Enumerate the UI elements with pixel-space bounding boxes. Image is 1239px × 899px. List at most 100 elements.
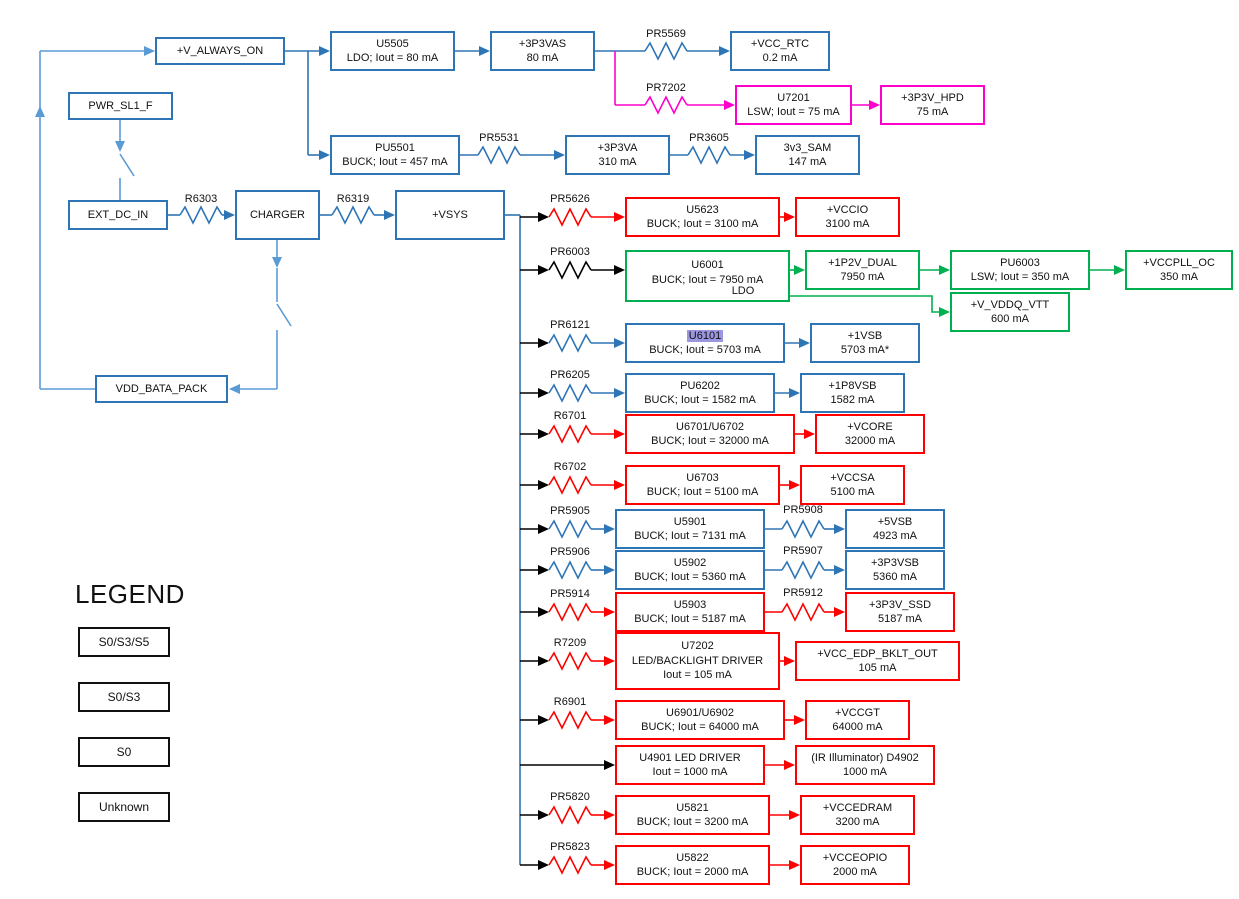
node-label: +V_VDDQ_VTT: [970, 298, 1050, 311]
resistor-label-pr5531: PR5531: [479, 132, 519, 144]
node-detail: BUCK; Iout = 5100 mA: [646, 486, 759, 498]
branch-resistors-and-arrows: [548, 208, 1125, 874]
node-detail: LDO; Iout = 80 mA: [346, 52, 439, 64]
resistor-label-r7209: R7209: [553, 637, 587, 649]
node-vsys: +VSYS: [395, 190, 505, 240]
hpd-wires: [614, 51, 873, 114]
resistor-label-pr5908: PR5908: [783, 504, 823, 516]
node-label: U6001: [691, 259, 724, 271]
resistor-label-pr5820: PR5820: [550, 791, 590, 803]
node-detail: BUCK; Iout = 32000 mA: [651, 435, 769, 447]
node-label: VDD_BATA_PACK: [115, 382, 208, 395]
resistor-label-pr5823: PR5823: [550, 841, 590, 853]
node-label: +VSYS: [432, 208, 468, 221]
node-label: +V_ALWAYS_ON: [176, 44, 264, 57]
node-detail: BUCK; Iout = 7950 mA: [651, 273, 764, 286]
node-label: U4901 LED DRIVER: [639, 751, 741, 764]
node-detail: 4923 mA: [872, 530, 918, 542]
node-label: U7201: [777, 91, 810, 104]
vsys-branch-wires: [520, 216, 604, 866]
resistor-label-pr6205: PR6205: [550, 369, 590, 381]
node-label: +3P3VSB: [870, 556, 919, 569]
node-detail: 0.2 mA: [762, 52, 798, 64]
resistor-label-r6319: R6319: [336, 193, 370, 205]
node-detail: 350 mA: [1160, 271, 1198, 283]
resistor-label-pr5905: PR5905: [550, 505, 590, 517]
node-label: U6901/U6902: [666, 706, 734, 719]
node-label: U5505: [376, 37, 409, 50]
node-charger: CHARGER: [235, 190, 320, 240]
resistor-label-pr7202: PR7202: [646, 82, 686, 94]
node-detail: BUCK; Iout = 3200 mA: [636, 816, 749, 828]
resistor-label-pr5914: PR5914: [550, 588, 590, 600]
legend-item-s0-s3: S0/S3: [78, 682, 170, 712]
node-detail: 1000 mA: [842, 766, 888, 778]
node-ext-dc-in: EXT_DC_IN: [68, 200, 168, 230]
node-detail: LSW; Iout = 75 mA: [747, 106, 840, 118]
resistor-label-pr5907: PR5907: [783, 545, 823, 557]
node-pwr-sl1-f: PWR_SL1_F: [68, 92, 173, 120]
node-label: U5821: [676, 801, 709, 814]
node-label: +VCCEOPIO: [822, 851, 888, 864]
node-label: U5903: [673, 598, 707, 611]
node-label: U5623: [686, 203, 719, 216]
resistor-label-r6303: R6303: [184, 193, 218, 205]
node-detail: BUCK; Iout = 2000 mA: [636, 866, 749, 878]
node-detail: 1582 mA: [830, 394, 875, 406]
node-detail: 5100 mA: [830, 486, 875, 498]
node-detail: 5360 mA: [872, 571, 918, 583]
resistor-label-pr6003: PR6003: [550, 246, 590, 258]
node-detail: 64000 mA: [832, 721, 883, 733]
legend-label: S0/S3: [107, 690, 141, 704]
ldo-output-label: LDO: [731, 285, 755, 297]
node-detail: 5703 mA*: [840, 344, 890, 356]
resistor-label-pr5912: PR5912: [783, 587, 823, 599]
node-detail: 80 mA: [526, 52, 559, 64]
node-label: U6101: [686, 329, 724, 344]
node-1vsb: +1VSB 5703 mA*: [810, 323, 920, 363]
node-detail: BUCK; Iout = 5187 mA: [634, 613, 746, 625]
legend-title: LEGEND: [75, 579, 185, 609]
node-vdd-bata-pack: VDD_BATA_PACK: [95, 375, 228, 403]
node-detail: LSW; Iout = 350 mA: [970, 271, 1070, 283]
node-label: +VCCSA: [830, 471, 875, 484]
node-label: PU6202: [680, 379, 720, 392]
node-label: EXT_DC_IN: [87, 208, 149, 221]
node-label: PWR_SL1_F: [88, 99, 153, 112]
legend-label: S0: [116, 745, 132, 759]
node-label: U5822: [676, 851, 709, 864]
node-label: CHARGER: [249, 208, 305, 221]
legend-label: Unknown: [98, 800, 150, 814]
node-detail: 32000 mA: [844, 435, 896, 447]
node-label: +1VSB: [847, 329, 883, 342]
node-label: +3P3V_SSD: [868, 598, 932, 611]
resistor-label-pr5906: PR5906: [550, 546, 590, 558]
